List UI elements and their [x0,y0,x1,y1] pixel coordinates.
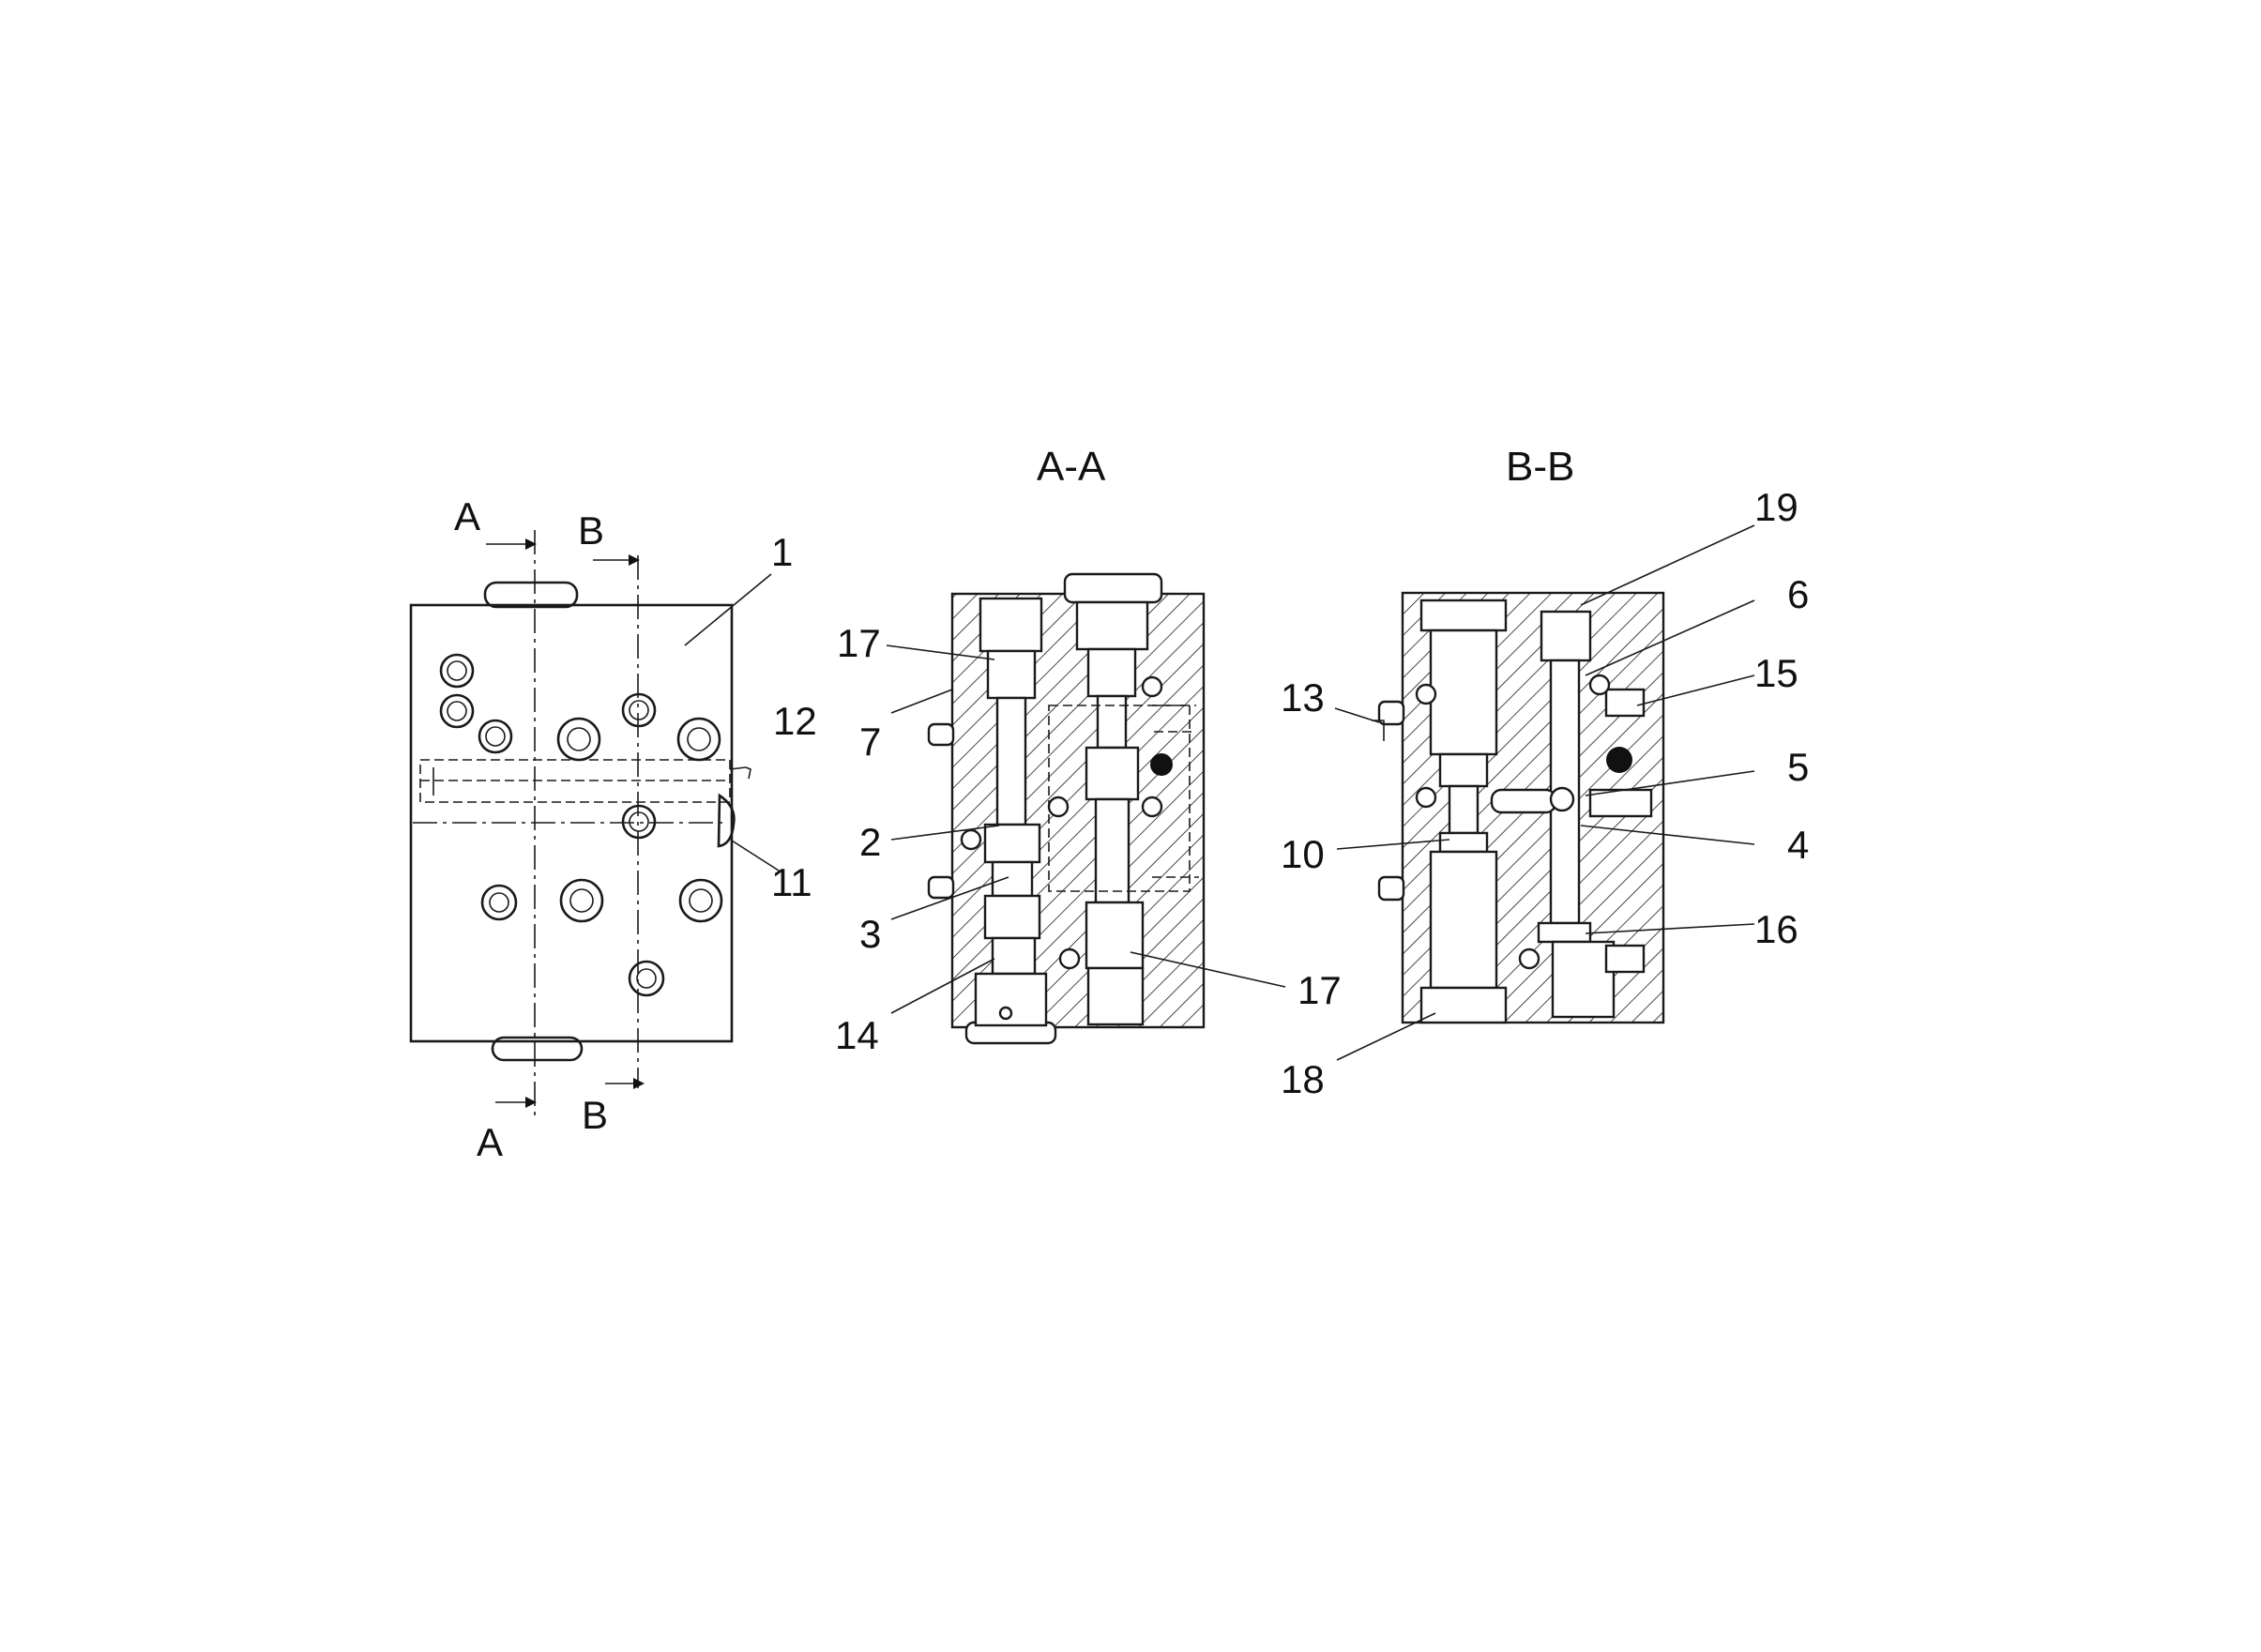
callout-15: 15 [1754,651,1798,695]
callout-1: 1 [771,530,793,574]
cut-marker-b-top: B [578,508,604,553]
plug-11 [717,793,736,848]
section-a-a [886,572,1286,1045]
callout-10: 10 [1281,832,1325,876]
callout-11: 11 [771,860,812,904]
callout-14: 14 [835,1013,879,1057]
cut-marker-b-bottom: B [582,1093,608,1137]
section-b-b [1334,524,1755,1061]
callout-4: 4 [1787,823,1809,867]
callout-2: 2 [859,820,881,864]
callout-16: 16 [1754,907,1798,951]
callout-19: 19 [1754,485,1798,529]
callout-18: 18 [1281,1057,1325,1101]
callout-5: 5 [1787,745,1809,789]
callout-7: 7 [859,720,881,764]
callout-3: 3 [859,912,881,956]
cut-arrows [486,538,645,1108]
section-b-title: B-B [1506,444,1574,490]
callout-17-top: 17 [837,621,881,665]
front-view [409,530,780,1116]
ports [439,653,723,997]
block-outline [409,603,734,1043]
cut-marker-a-bottom: A [477,1120,503,1164]
callout-6: 6 [1787,572,1809,616]
callout-13: 13 [1281,675,1325,720]
cut-marker-a-top: A [454,494,480,538]
callout-17-bottom: 17 [1297,968,1342,1012]
bottom-boss [491,1036,584,1062]
callout-12: 12 [773,699,817,743]
section-a-title: A-A [1037,444,1106,490]
top-boss [483,581,579,609]
